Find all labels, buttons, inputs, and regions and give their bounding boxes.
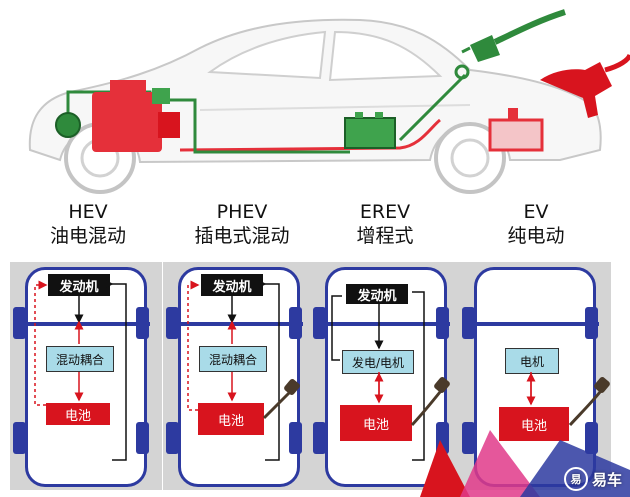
car-window-rear (328, 30, 443, 82)
fuel-nozzle-icon (540, 53, 630, 118)
front-axle (20, 322, 150, 326)
column-title-erev: EREV 增程式 (310, 200, 460, 248)
battery-block: 电池 (499, 407, 569, 441)
generator-icon (152, 88, 170, 104)
front-axle (469, 322, 599, 326)
engine-block: 发动机 (201, 274, 263, 296)
car-illustration (28, 9, 630, 194)
wheel (436, 307, 449, 339)
battery-block: 电池 (198, 403, 264, 435)
phev-arrows (187, 279, 300, 461)
column-title-zh: 油电混动 (49, 225, 126, 247)
wheel (585, 307, 598, 339)
watermark-icon: 易 (563, 467, 588, 491)
column-title-ev: EV 纯电动 (461, 200, 611, 248)
charge-port-icon (454, 64, 470, 80)
charging-cable-icon (410, 391, 442, 427)
ev-arrows (526, 372, 610, 427)
column-title-en: HEV (68, 201, 108, 223)
engine-icon (92, 80, 180, 152)
wheel (313, 422, 326, 454)
front-axle (173, 322, 303, 326)
charging-plug-icon (461, 9, 566, 62)
wheel (13, 422, 26, 454)
charging-cable-icon (568, 391, 602, 427)
column-title-zh: 插电式混动 (194, 225, 290, 247)
battery-block: 电池 (340, 405, 412, 441)
column-title-en: EREV (359, 201, 411, 223)
wheel (136, 307, 149, 339)
wheel (289, 307, 302, 339)
wheel (585, 422, 598, 454)
battery-pack-icon (344, 112, 396, 149)
motor-icon (55, 112, 81, 138)
charging-cable-icon (262, 390, 292, 420)
exhaust-line (179, 118, 441, 152)
battery-block: 电池 (46, 403, 110, 425)
column-title-en: PHEV (216, 201, 268, 223)
wheel (166, 307, 179, 339)
wheel (166, 422, 179, 454)
wheel (289, 422, 302, 454)
column-title-hev: HEV 油电混动 (13, 200, 163, 248)
hybrid-coupler-block: 混动耦合 (46, 346, 114, 372)
wheel (462, 307, 475, 339)
rear-wheel (434, 122, 506, 194)
erev-arrows (331, 291, 450, 461)
front-axle (320, 322, 450, 326)
engine-block: 发动机 (48, 274, 110, 296)
column-title-zh: 纯电动 (507, 225, 565, 247)
hybrid-coupler-block: 混动耦合 (199, 346, 267, 372)
car-window-front (207, 30, 327, 80)
wheel (313, 307, 326, 339)
column-title-phev: PHEV 插电式混动 (167, 200, 317, 248)
panel-erev: 发动机 发电/电机 电池 (310, 262, 462, 490)
wheel (462, 422, 475, 454)
fuel-tank-icon (488, 108, 544, 152)
column-title-en: EV (523, 201, 549, 223)
wheel (136, 422, 149, 454)
watermark-text: 易车 (591, 470, 622, 489)
watermark-logo: 易 易车 (563, 467, 622, 491)
column-title-zh: 增程式 (356, 225, 414, 247)
engine-block: 发动机 (346, 284, 408, 304)
hev-arrows (34, 279, 127, 461)
wheel (13, 307, 26, 339)
